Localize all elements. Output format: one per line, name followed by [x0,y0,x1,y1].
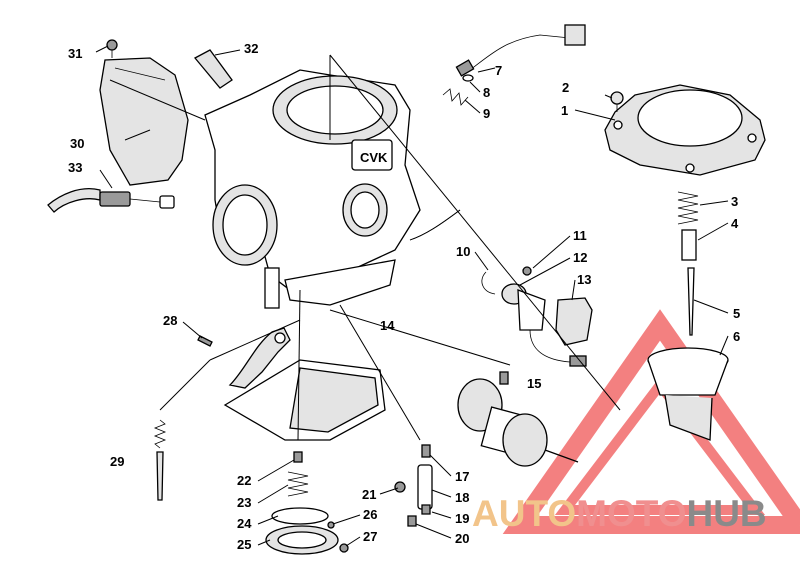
cable-fitting-part [47,188,175,213]
watermark-logo: AUTOMOTOHUB [472,493,767,534]
leader-lines [95,45,729,547]
clip-part [481,271,496,295]
callout-25: 25 [237,537,251,552]
body-marking-text: CVK [360,150,388,165]
callout-18: 18 [455,490,469,505]
callout-19: 19 [455,511,469,526]
throttle-slide-part [647,347,729,441]
needle-valve-part [499,371,509,385]
callout-7: 7 [495,63,502,78]
float-assembly-part [457,378,579,467]
side-cover-part [99,57,189,186]
vent-hose-part [193,49,233,89]
jet-needle-part [687,267,695,336]
side-cover-screw-part [106,39,118,58]
pilot-screw-part [153,419,167,501]
callout-31: 31 [68,46,82,61]
callout-5: 5 [733,306,740,321]
callout-4: 4 [731,216,739,231]
accelerator-pump-part [265,451,349,555]
float-bowl-part [223,359,386,441]
callout-11: 11 [573,228,587,243]
callout-23: 23 [237,495,251,510]
callout-21: 21 [362,487,376,502]
callout-1: 1 [561,103,568,118]
main-jet-part [417,444,433,510]
callout-28: 28 [163,313,177,328]
jet-screw-part [394,481,406,493]
callout-12: 12 [573,250,587,265]
callout-8: 8 [483,85,490,100]
throttle-sensor-part [501,283,587,367]
screw-part [522,266,532,276]
callout-27: 27 [363,529,377,544]
cover-screw-part [610,91,624,112]
lever-part [228,327,291,389]
slide-spring-part [677,191,699,225]
callout-29: 29 [110,454,124,469]
watermark-hub: HUB [686,493,766,534]
cap-part [555,297,593,346]
callout-2: 2 [562,80,569,95]
callout-32: 32 [244,41,258,56]
watermark-moto: MOTO [576,493,686,534]
callout-labels: 1 2 3 4 5 6 7 8 9 10 11 12 13 14 15 17 1… [68,41,740,552]
callout-24: 24 [237,516,252,531]
top-cover-part [604,84,766,176]
carburetor-body: CVK [204,69,461,309]
callout-14: 14 [380,318,395,333]
callout-10: 10 [456,244,470,259]
callout-30: 30 [70,136,84,151]
spring-part [442,88,469,106]
bracket-screw-part [197,335,213,347]
callout-9: 9 [483,106,490,121]
callout-20: 20 [455,531,469,546]
watermark-auto: AUTO [472,493,576,534]
callout-13: 13 [577,272,591,287]
callout-22: 22 [237,473,251,488]
callout-6: 6 [733,329,740,344]
callout-17: 17 [455,469,469,484]
watermark-triangle-logo [502,309,800,534]
svg-text:AUTOMOTOHUB: AUTOMOTOHUB [472,493,767,534]
drain-screw-part [407,515,417,527]
needle-holder-part [681,229,697,261]
choke-cable-part [455,24,586,77]
callout-26: 26 [363,507,377,522]
callout-3: 3 [731,194,738,209]
washer-part [462,74,474,82]
callout-15: 15 [527,376,541,391]
pilot-jet-part [421,504,431,515]
callout-33: 33 [68,160,82,175]
